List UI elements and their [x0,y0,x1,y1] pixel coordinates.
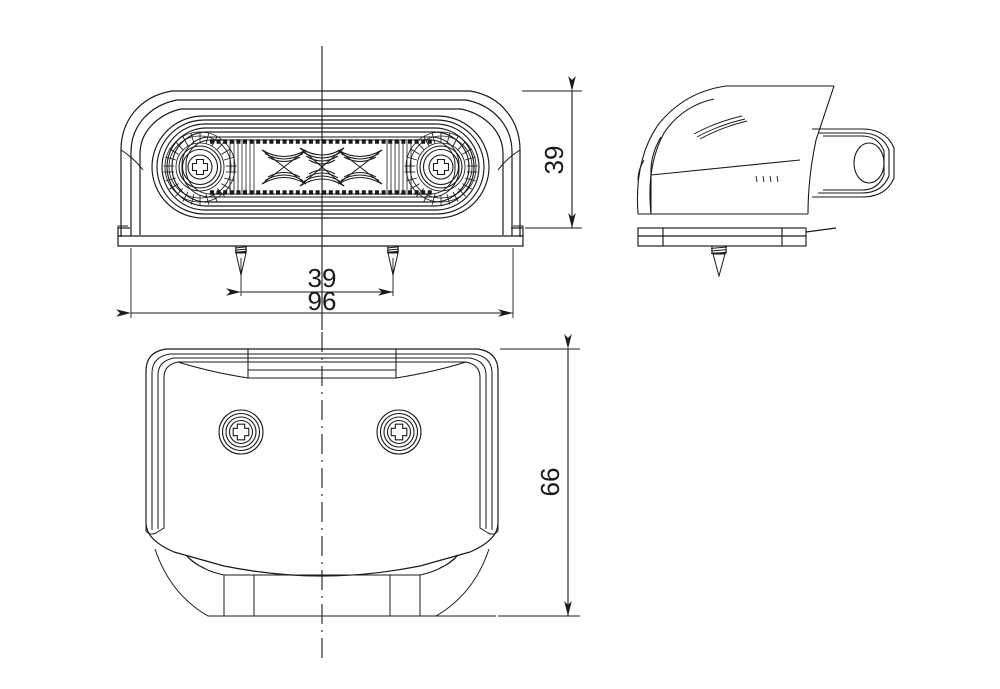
side-body-inner-outline [649,98,715,215]
top-view-dimensions: 66 [498,334,580,617]
front-right-knurl [404,131,478,206]
front-lens-bezel [151,115,490,219]
top-view [145,332,499,660]
front-led-optics [261,147,383,187]
front-view [117,46,524,330]
side-front-nose-tick [637,159,645,181]
front-mounting-pin-right [386,246,400,276]
side-body-rear-edge [807,85,835,215]
side-lens-groove [693,115,748,140]
dim-label-height-39: 39 [539,146,569,175]
side-cable-opening [853,142,885,184]
top-housing-rim [151,353,493,523]
top-right-screw-icon [376,409,422,455]
side-vent-marks [755,175,779,183]
front-lens-dot-strip [210,139,432,195]
front-housing-shell [120,90,521,237]
top-rim-endcaps [145,519,499,535]
top-lens-band [177,349,467,379]
front-view-dimensions: 39 39 96 [116,76,582,318]
dim-label-depth-66: 66 [535,468,565,497]
front-mounting-pin-left [234,246,248,276]
front-left-screw-icon [178,145,222,189]
front-lens-ribs [229,141,412,193]
side-base-plate [637,227,837,247]
top-left-screw-icon [218,409,264,455]
side-view [636,85,895,278]
side-cable-grommet [812,128,895,198]
front-base-plate [117,227,524,247]
dim-label-pin-spacing-39: 39 [308,263,337,293]
side-waist-line [650,159,801,176]
top-housing-outline [145,348,499,577]
front-left-knurl [163,131,237,206]
front-right-screw-icon [419,145,463,189]
side-mounting-pin [710,246,728,278]
top-base-footprint [154,548,496,617]
dim-label-width-96: 96 [308,286,337,316]
side-body-top-outline [636,85,834,215]
